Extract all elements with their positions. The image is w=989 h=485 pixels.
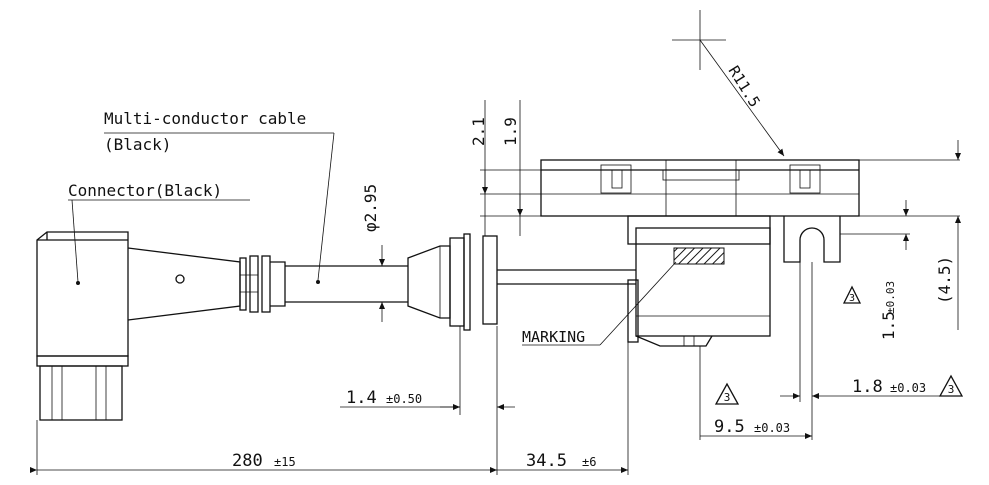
dim-radius: R11.5 [725, 63, 764, 111]
marking-area [673, 247, 725, 265]
tri-marker-c: 3 [938, 374, 964, 397]
motor-body [627, 215, 771, 347]
svg-text:3: 3 [849, 293, 855, 304]
dim-1-8-tol: ±0.03 [890, 381, 926, 395]
strain-relief [127, 247, 286, 321]
dim-34-5-main: 34.5 [526, 451, 567, 471]
dim-1-8-main: 1.8 [852, 377, 883, 397]
dim-1-4-tol: ±0.50 [386, 392, 422, 406]
svg-text:3: 3 [948, 383, 955, 396]
cable-label-line2: (Black) [104, 135, 171, 154]
motor-tab [783, 216, 841, 263]
dim-280-tol: ±15 [274, 455, 296, 469]
dim-280-main: 280 [232, 451, 263, 471]
dim-9-5-tol: ±0.03 [754, 421, 790, 435]
tri-marker-b: 3 [714, 382, 740, 405]
svg-text:1.5: 1.5 [879, 311, 898, 340]
dim-34-5-tol: ±6 [582, 455, 596, 469]
marking-label: MARKING [522, 328, 585, 346]
dim-1-5: 1.5 ±0.03 [879, 281, 898, 340]
dim-4-5: (4.5) [935, 256, 954, 304]
connector-leader-dot [76, 281, 80, 285]
svg-text:3: 3 [724, 391, 731, 404]
connector-body [36, 231, 129, 421]
svg-text:±0.03: ±0.03 [884, 281, 897, 314]
connector-label: Connector(Black) [68, 181, 222, 200]
dim-1-9: 1.9 [501, 117, 520, 146]
cable [285, 265, 408, 303]
cable-label-line1: Multi-conductor cable [104, 109, 306, 128]
dim-1-4-main: 1.4 [346, 388, 377, 408]
dim-9-5-main: 9.5 [714, 417, 745, 437]
tri-marker-a: 3 [842, 285, 862, 304]
grommet [407, 233, 498, 331]
dim-lines [30, 10, 961, 475]
dim-2-1: 2.1 [469, 117, 488, 146]
dim-diameter: φ2.95 [361, 184, 380, 232]
motor-top-plate [540, 159, 860, 217]
